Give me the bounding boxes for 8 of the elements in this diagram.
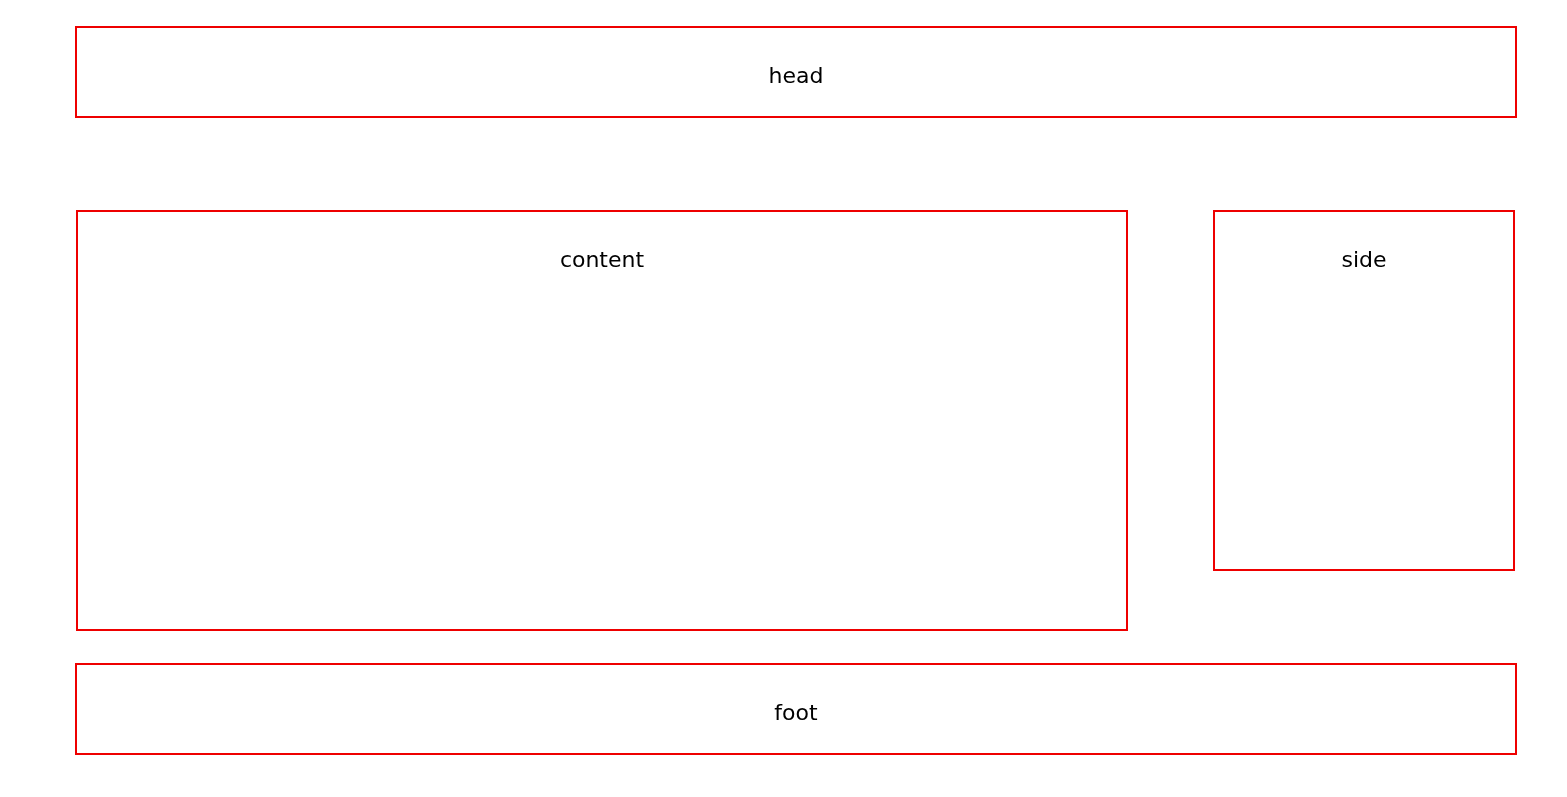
box-label: foot bbox=[774, 699, 818, 727]
layout-box bbox=[75, 26, 1517, 118]
box-label: head bbox=[768, 62, 824, 90]
layout-box bbox=[1213, 210, 1515, 571]
layout-box bbox=[76, 210, 1128, 631]
box-label: content bbox=[559, 246, 645, 274]
layout-box bbox=[75, 663, 1517, 755]
box-label: side bbox=[1341, 246, 1387, 274]
